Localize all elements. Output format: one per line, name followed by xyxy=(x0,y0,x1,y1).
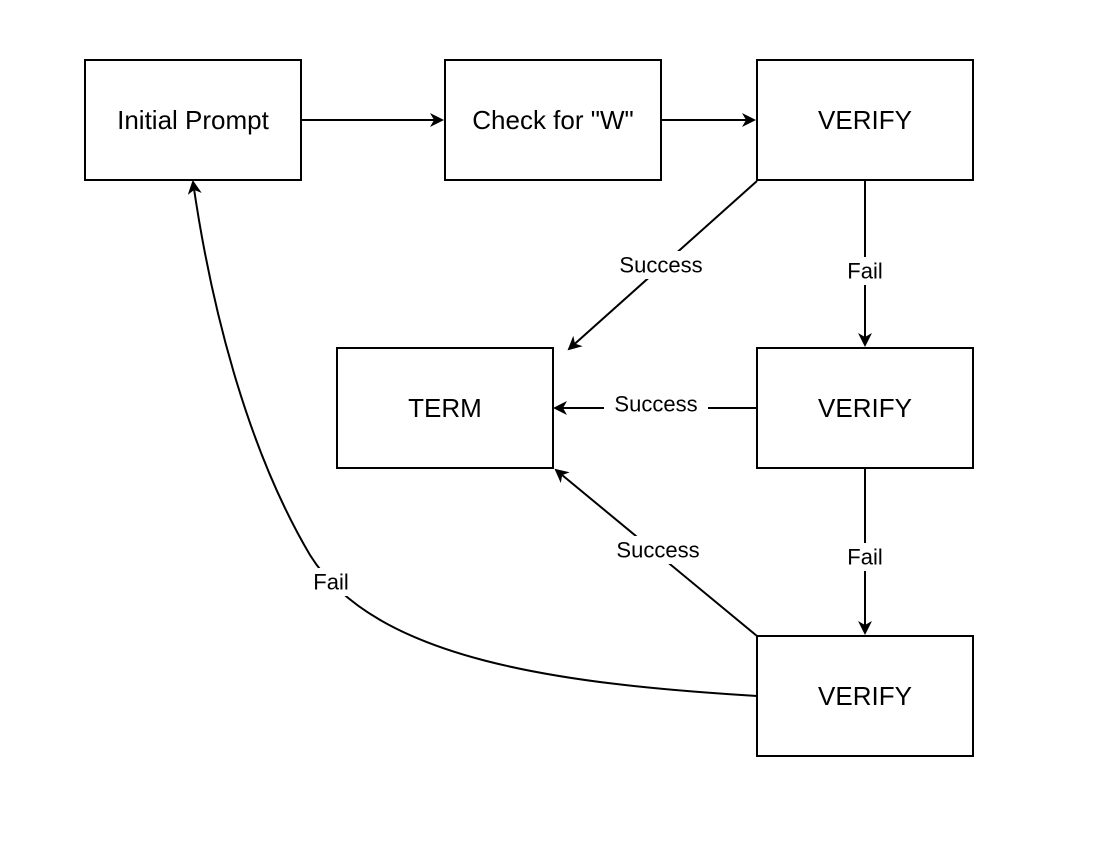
svg-text:TERM: TERM xyxy=(408,393,482,423)
edge-label-verify3-success: Success xyxy=(605,536,711,564)
svg-text:Fail: Fail xyxy=(313,570,348,595)
edge-label-verify1-fail: Fail xyxy=(842,257,888,285)
edge-label-verify2-success: Success xyxy=(604,390,708,418)
svg-text:VERIFY: VERIFY xyxy=(818,393,912,423)
svg-text:Success: Success xyxy=(616,538,699,563)
svg-text:Success: Success xyxy=(619,253,702,278)
svg-text:Fail: Fail xyxy=(847,545,882,570)
svg-text:VERIFY: VERIFY xyxy=(818,681,912,711)
edge-verify3-fail xyxy=(187,180,758,697)
svg-text:Check for "W": Check for "W" xyxy=(472,105,633,135)
svg-text:VERIFY: VERIFY xyxy=(818,105,912,135)
nodes: Initial Prompt Check for "W" VERIFY TERM… xyxy=(84,59,974,757)
node-verify-1[interactable]: VERIFY xyxy=(756,59,974,181)
node-verify-2[interactable]: VERIFY xyxy=(756,347,974,469)
edge-label-verify2-fail: Fail xyxy=(842,543,888,571)
edge-labels: Success Fail Success Fail Success Fail xyxy=(308,251,888,596)
node-check-w[interactable]: Check for "W" xyxy=(444,59,662,181)
svg-text:Success: Success xyxy=(614,392,697,417)
edge-label-verify3-fail: Fail xyxy=(308,568,354,596)
svg-text:Fail: Fail xyxy=(847,259,882,284)
svg-text:Initial Prompt: Initial Prompt xyxy=(117,105,269,135)
node-verify-3[interactable]: VERIFY xyxy=(756,635,974,757)
edge-label-verify1-success: Success xyxy=(608,251,714,279)
node-term[interactable]: TERM xyxy=(336,347,554,469)
node-initial-prompt[interactable]: Initial Prompt xyxy=(84,59,302,181)
